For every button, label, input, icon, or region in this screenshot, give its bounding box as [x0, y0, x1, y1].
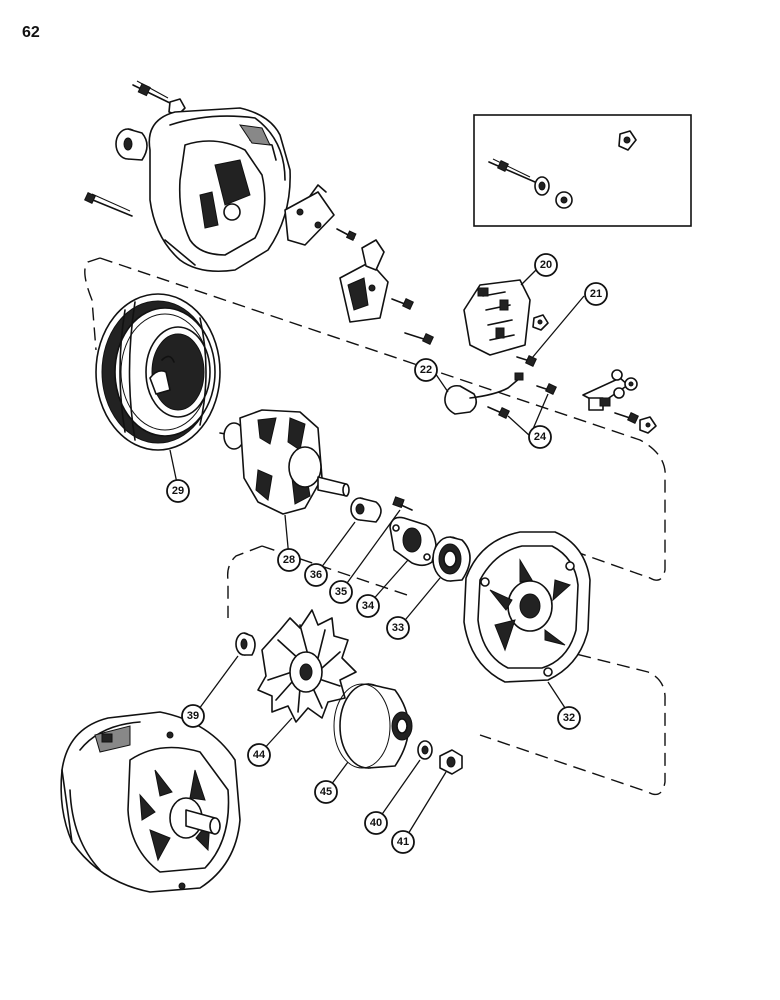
- svg-text:24: 24: [534, 431, 547, 443]
- through-bolt-long: [84, 192, 133, 217]
- callout-41: 41: [391, 830, 415, 854]
- drive-end-frame: [463, 531, 591, 683]
- assembled-alternator: [60, 711, 241, 893]
- inset-nut-2: [555, 191, 573, 209]
- svg-text:40: 40: [370, 817, 382, 829]
- screw-24-a: [536, 383, 557, 395]
- pulley: [333, 683, 413, 769]
- callout-40: 40: [364, 811, 388, 835]
- small-screw-right: [614, 412, 639, 424]
- callout-33: 33: [386, 616, 410, 640]
- rectifier-bridge: [463, 279, 531, 356]
- small-nut-right: [639, 416, 657, 434]
- callout-24: 24: [528, 425, 552, 449]
- screw-24-b: [487, 406, 510, 419]
- svg-text:44: 44: [253, 749, 266, 761]
- stator: [95, 293, 221, 451]
- slip-ring-end-frame: [148, 107, 291, 273]
- svg-text:39: 39: [187, 710, 199, 722]
- callout-36: 36: [304, 563, 328, 587]
- callout-29: 29: [166, 479, 190, 503]
- inset-detail-box: [473, 114, 692, 227]
- callout-44: 44: [247, 743, 271, 767]
- upper-group-dashed-boundary: [84, 257, 666, 581]
- callout-35: 35: [329, 580, 353, 604]
- svg-text:45: 45: [320, 786, 332, 798]
- bearing-sleeve: [350, 497, 382, 523]
- svg-text:29: 29: [172, 485, 184, 497]
- svg-text:33: 33: [392, 622, 404, 634]
- small-screw-b: [391, 298, 414, 310]
- page-number: 62: [22, 24, 40, 41]
- callout-32: 32: [557, 706, 581, 730]
- svg-text:21: 21: [590, 288, 602, 300]
- bushing-spacer: [115, 128, 148, 161]
- svg-text:28: 28: [283, 554, 295, 566]
- svg-text:32: 32: [563, 712, 575, 724]
- svg-text:36: 36: [310, 569, 322, 581]
- small-nut-20: [532, 314, 549, 331]
- screw-21: [516, 355, 537, 367]
- callout-21: 21: [584, 282, 608, 306]
- through-bolt-top: [132, 80, 186, 116]
- svg-text:22: 22: [420, 364, 432, 376]
- brush-holder: [339, 239, 389, 323]
- inset-bolt: [488, 158, 536, 183]
- capacitor: [444, 372, 524, 415]
- callout-45: 45: [314, 780, 338, 804]
- small-screw-c: [404, 332, 434, 345]
- ball-bearing: [432, 536, 471, 582]
- rotor: [219, 409, 350, 515]
- fan: [257, 609, 357, 723]
- spacer-ring: [235, 632, 256, 656]
- svg-text:35: 35: [335, 586, 347, 598]
- small-screw-a: [336, 228, 357, 241]
- callout-20: 20: [534, 253, 558, 277]
- inset-nut-1: [534, 176, 550, 196]
- inset-nut-3: [618, 130, 637, 151]
- svg-text:20: 20: [540, 259, 552, 271]
- diode-trio: [582, 369, 638, 411]
- callout-39: 39: [181, 704, 205, 728]
- lock-washer: [417, 740, 433, 760]
- callout-28: 28: [277, 548, 301, 572]
- pulley-nut: [439, 749, 463, 775]
- terminal-plate: [284, 184, 335, 246]
- retainer-screw: [392, 496, 413, 511]
- svg-text:34: 34: [362, 600, 375, 612]
- svg-text:41: 41: [397, 836, 409, 848]
- retainer-plate: [389, 516, 437, 567]
- callout-22: 22: [414, 358, 438, 382]
- callout-34: 34: [356, 594, 380, 618]
